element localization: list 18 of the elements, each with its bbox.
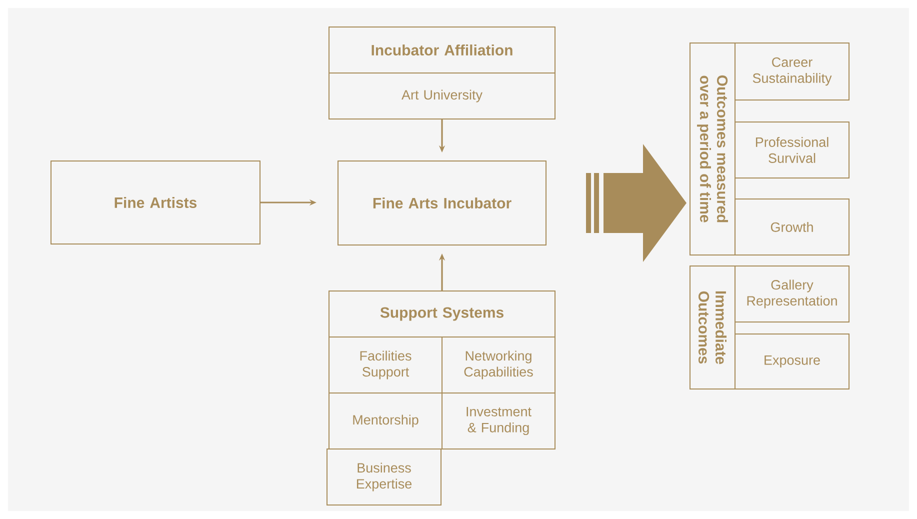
text-box: Fine Arts Incubator: [338, 160, 546, 246]
text-box: Fine Artists: [50, 160, 260, 244]
group-label-box: Outcomes measured over a period of time: [690, 42, 736, 256]
text-box: Networking Capabilities: [442, 336, 556, 394]
text-box: Art University: [328, 72, 556, 120]
text-box: Career Sustainability: [734, 42, 850, 100]
block-arrow: [586, 144, 687, 262]
text-box: Mentorship: [328, 392, 442, 450]
text-box: Incubator Affiliation: [328, 26, 556, 74]
group-label-box: Immediate Outcomes: [690, 266, 736, 390]
text-box: Business Expertise: [326, 448, 442, 506]
text-box: Investment & Funding: [442, 392, 556, 450]
text-box: Exposure: [734, 334, 850, 390]
text-box: Support Systems: [328, 290, 556, 338]
text-box: Growth: [734, 198, 850, 256]
text-box: Facilities Support: [328, 336, 442, 394]
text-box: Gallery Representation: [734, 266, 850, 322]
text-box: Professional Survival: [734, 122, 850, 178]
